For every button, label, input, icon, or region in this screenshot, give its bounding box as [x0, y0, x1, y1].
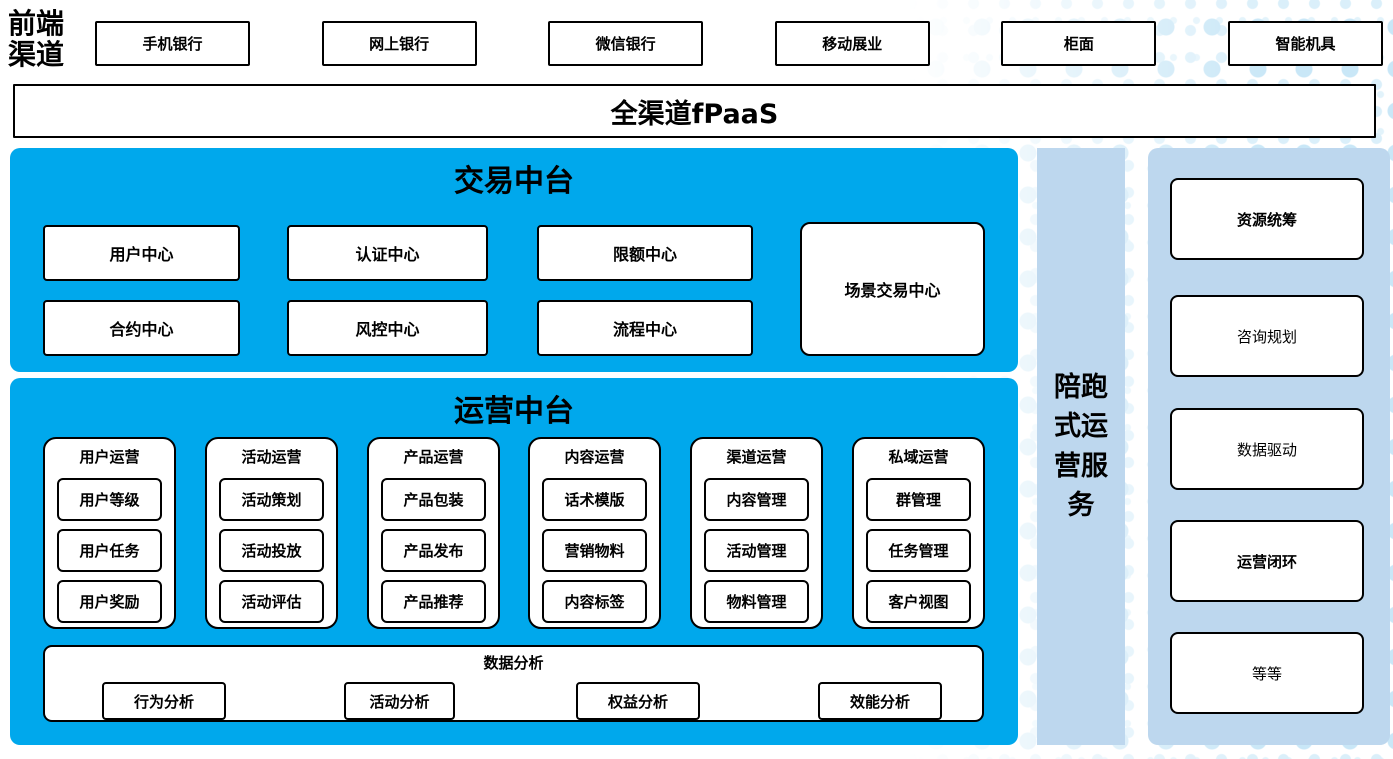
group-activity-operations: 活动运营 活动策划 活动投放 活动评估 — [205, 437, 338, 629]
group-item: 物料管理 — [704, 580, 809, 623]
group-title: 用户运营 — [79, 448, 140, 466]
center-box-authentication: 认证中心 — [287, 225, 488, 281]
group-item: 活动策划 — [219, 478, 324, 521]
companion-service-label: 陪跑式运营服务 — [1054, 372, 1108, 521]
group-title: 产品运营 — [403, 448, 464, 466]
operations-platform-title: 运营中台 — [454, 394, 574, 429]
service-box-data-driven: 数据驱动 — [1170, 408, 1364, 490]
service-box-etc: 等等 — [1170, 632, 1364, 714]
group-item: 内容标签 — [542, 580, 647, 623]
group-item: 营销物料 — [542, 529, 647, 572]
companion-service-bar: 陪跑式运营服务 — [1037, 148, 1125, 745]
data-analysis-title: 数据分析 — [483, 654, 544, 672]
group-title: 私域运营 — [888, 448, 949, 466]
service-box-operations-loop: 运营闭环 — [1170, 520, 1364, 602]
channel-box-wechat-banking: 微信银行 — [548, 21, 704, 66]
channel-box-mobile-sales: 移动展业 — [774, 21, 930, 66]
channel-box-mobile-banking: 手机银行 — [95, 21, 250, 66]
channel-box-online-banking: 网上银行 — [321, 21, 477, 66]
group-title: 渠道运营 — [726, 448, 787, 466]
group-item: 产品推荐 — [381, 580, 486, 623]
analysis-box-rights: 权益分析 — [576, 682, 700, 720]
center-box-risk-control: 风控中心 — [287, 300, 488, 356]
front-channels-row: 手机银行 网上银行 微信银行 移动展业 柜面 智能机具 — [95, 21, 1383, 66]
analysis-box-efficiency: 效能分析 — [818, 682, 942, 720]
service-box-resource-coordination: 资源统筹 — [1170, 178, 1364, 260]
group-product-operations: 产品运营 产品包装 产品发布 产品推荐 — [367, 437, 500, 629]
transaction-platform-title: 交易中台 — [454, 164, 574, 199]
service-items-panel: 资源统筹 咨询规划 数据驱动 运营闭环 等等 — [1148, 148, 1390, 745]
analysis-box-behavior: 行为分析 — [102, 682, 226, 720]
analysis-box-activity: 活动分析 — [344, 682, 455, 720]
group-private-domain-operations: 私域运营 群管理 任务管理 客户视图 — [852, 437, 985, 629]
center-box-process: 流程中心 — [537, 300, 753, 356]
center-box-scenario-transaction: 场景交易中心 — [800, 222, 985, 356]
center-box-user: 用户中心 — [43, 225, 240, 281]
front-channels-label: 前端渠道 — [7, 7, 64, 71]
center-box-limit: 限额中心 — [537, 225, 753, 281]
group-item: 用户任务 — [57, 529, 162, 572]
fpaas-bar: 全渠道fPaaS — [13, 84, 1376, 138]
group-title: 活动运营 — [241, 448, 302, 466]
transaction-platform-panel: 交易中台 用户中心 认证中心 限额中心 合约中心 风控中心 流程中心 场景交易中… — [10, 148, 1018, 372]
group-item: 用户奖励 — [57, 580, 162, 623]
group-item: 用户等级 — [57, 478, 162, 521]
group-content-operations: 内容运营 话术模版 营销物料 内容标签 — [528, 437, 661, 629]
group-item: 内容管理 — [704, 478, 809, 521]
group-item: 产品发布 — [381, 529, 486, 572]
center-box-contract: 合约中心 — [43, 300, 240, 356]
group-item: 活动管理 — [704, 529, 809, 572]
group-user-operations: 用户运营 用户等级 用户任务 用户奖励 — [43, 437, 176, 629]
operations-platform-panel: 运营中台 用户运营 用户等级 用户任务 用户奖励 活动运营 活动策划 活动投放 … — [10, 378, 1018, 745]
group-item: 话术模版 — [542, 478, 647, 521]
group-channel-operations: 渠道运营 内容管理 活动管理 物料管理 — [690, 437, 823, 629]
group-title: 内容运营 — [564, 448, 625, 466]
channel-box-counter: 柜面 — [1001, 21, 1157, 66]
group-item: 群管理 — [866, 478, 971, 521]
group-item: 活动投放 — [219, 529, 324, 572]
group-item: 任务管理 — [866, 529, 971, 572]
group-item: 客户视图 — [866, 580, 971, 623]
group-item: 产品包装 — [381, 478, 486, 521]
channel-box-smart-devices: 智能机具 — [1227, 21, 1383, 66]
service-box-consulting-planning: 咨询规划 — [1170, 295, 1364, 377]
group-item: 活动评估 — [219, 580, 324, 623]
data-analysis-strip: 数据分析 行为分析 活动分析 权益分析 效能分析 — [43, 645, 984, 722]
